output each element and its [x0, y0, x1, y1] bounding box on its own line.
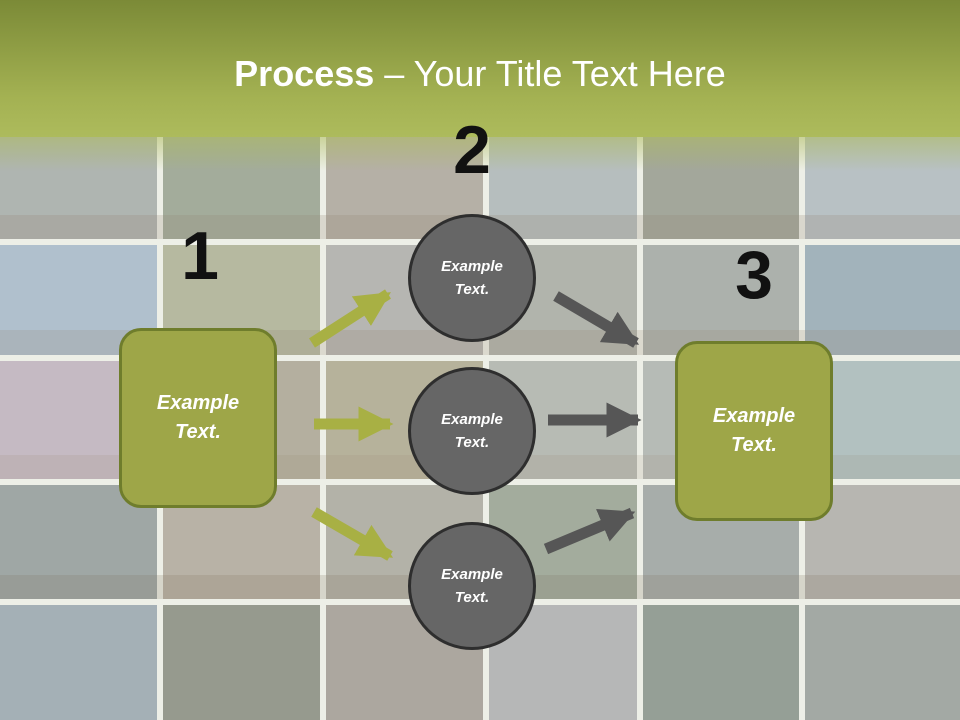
title-band: [0, 0, 960, 137]
step-number-2: 2: [453, 112, 491, 188]
step-3-label-line-2: Text.: [731, 434, 777, 456]
title-strong: Process: [234, 53, 375, 94]
arrow-1-to-top: [309, 289, 391, 348]
step-3-label-line-1: Example: [712, 405, 796, 427]
step-number-1: 1: [181, 218, 219, 294]
arrow-bottom-to-3: [543, 507, 636, 555]
circle-middle-label-line-1: Example: [441, 411, 503, 428]
circle-top-label-line-2: Text.: [454, 281, 490, 298]
circle-top[interactable]: Example Text.: [408, 214, 536, 342]
arrow-1-to-bottom: [311, 507, 394, 561]
circle-bottom-label-line-2: Text.: [454, 589, 490, 606]
circle-top-label-line-1: Example: [441, 258, 503, 275]
step-1-label-line-1: Example: [156, 392, 240, 414]
step-3-box[interactable]: Example Text.: [675, 341, 833, 521]
circle-middle-label-line-2: Text.: [454, 434, 490, 451]
step-number-3: 3: [735, 237, 773, 313]
circle-bottom[interactable]: Example Text.: [408, 522, 536, 650]
title-rest: – Your Title Text Here: [374, 53, 726, 94]
step-1-box[interactable]: Example Text.: [119, 328, 277, 508]
circle-bottom-label-line-1: Example: [441, 566, 503, 583]
circle-middle[interactable]: Example Text.: [408, 367, 536, 495]
arrow-top-to-3: [553, 291, 640, 348]
title-band-fade: [0, 137, 960, 171]
step-1-label-line-2: Text.: [175, 421, 221, 443]
slide-title[interactable]: Process – Your Title Text Here: [0, 52, 960, 96]
